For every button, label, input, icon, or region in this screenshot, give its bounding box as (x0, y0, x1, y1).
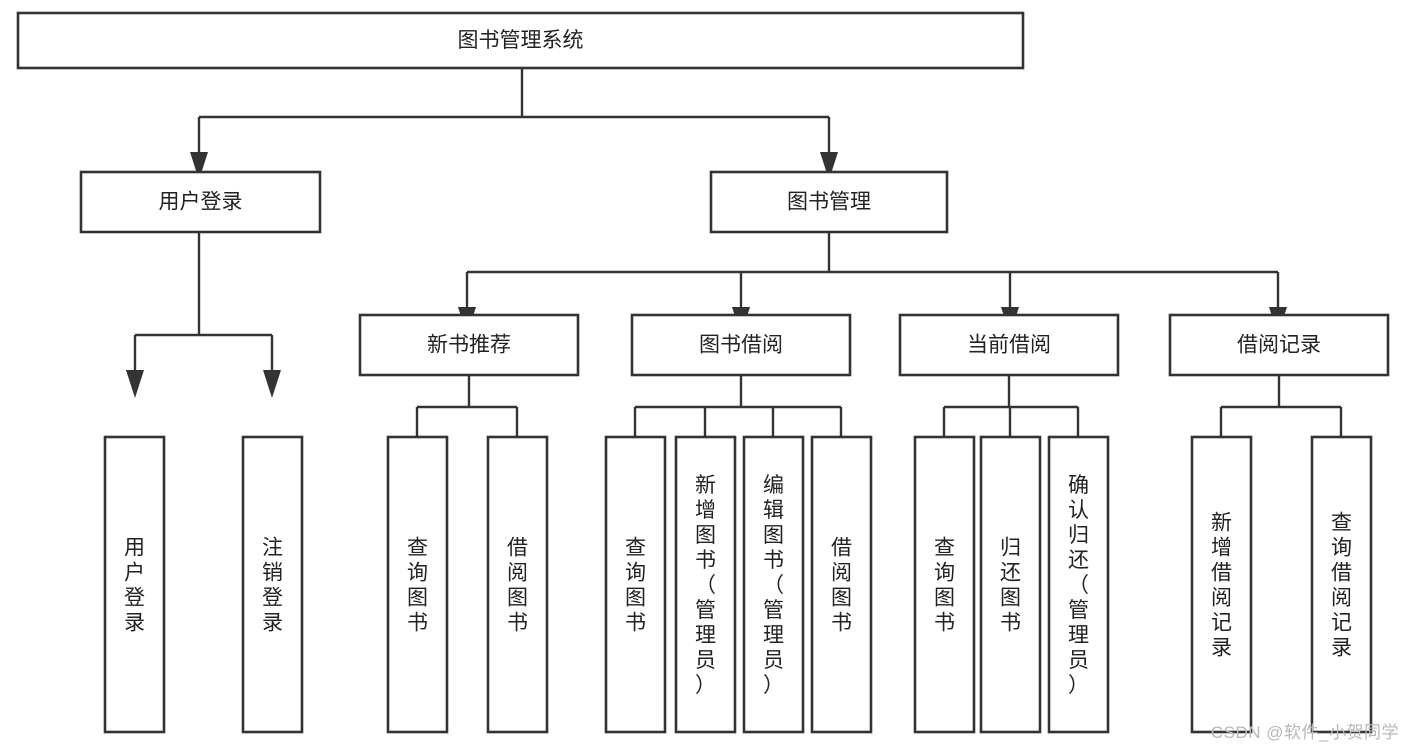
node-box[interactable] (103, 435, 166, 734)
node-label: 查询图书 (625, 537, 646, 635)
arrow-head (126, 370, 144, 398)
node-label: 用户登录 (159, 191, 243, 214)
node-box[interactable] (630, 313, 852, 377)
node-l3-当前借阅[interactable]: 当前借阅 (898, 313, 1120, 377)
node-leaf-查询图书[interactable]: 查询图书 (913, 435, 976, 734)
connector-group-图书管理系统 (190, 68, 838, 180)
node-l3-借阅记录[interactable]: 借阅记录 (1168, 313, 1390, 377)
node-root-图书管理系统[interactable]: 图书管理系统 (16, 11, 1025, 70)
node-leaf-归还图书[interactable]: 归还图书 (979, 435, 1042, 734)
arrow-head (263, 370, 281, 398)
node-leaf-新增图书管理员[interactable]: 新增图书（管理员） (674, 435, 737, 734)
node-leaf-编辑图书管理员[interactable]: 编辑图书（管理员） (742, 435, 805, 734)
node-leaf-查询借阅记录[interactable]: 查询借阅记录 (1310, 435, 1373, 734)
node-label: 图书借阅 (699, 334, 783, 357)
node-label: 查询图书 (407, 537, 428, 635)
node-label: 新增图书（管理员） (695, 474, 716, 697)
node-leaf-注销登录[interactable]: 注销登录 (241, 435, 304, 734)
node-box[interactable] (898, 313, 1120, 377)
node-box[interactable] (1190, 435, 1253, 734)
node-box[interactable] (810, 435, 873, 734)
node-box[interactable] (709, 170, 949, 234)
node-label: 借阅图书 (507, 537, 528, 635)
node-box[interactable] (979, 435, 1042, 734)
node-leaf-借阅图书[interactable]: 借阅图书 (486, 435, 549, 734)
node-box[interactable] (1310, 435, 1373, 734)
node-box[interactable] (79, 170, 322, 234)
node-box[interactable] (604, 435, 667, 734)
connector-group-图书管理 (458, 232, 1287, 335)
node-label: 借阅图书 (831, 537, 852, 635)
node-label: 确认归还（管理员） (1068, 474, 1089, 697)
arrow-head (190, 152, 208, 180)
node-label: 当前借阅 (967, 334, 1051, 357)
node-box[interactable] (1047, 435, 1110, 734)
connector-layer (126, 68, 1350, 470)
arrow-head (820, 152, 838, 180)
node-label: 图书管理系统 (458, 29, 584, 52)
connector-group-用户登录 (126, 232, 281, 398)
node-label: 查询借阅记录 (1331, 512, 1352, 660)
node-l2-用户登录[interactable]: 用户登录 (79, 170, 322, 234)
node-box[interactable] (913, 435, 976, 734)
node-label: 新增借阅记录 (1211, 512, 1232, 660)
node-box[interactable] (241, 435, 304, 734)
node-label: 编辑图书（管理员） (763, 474, 784, 697)
node-leaf-确认归还管理员[interactable]: 确认归还（管理员） (1047, 435, 1110, 734)
node-leaf-查询图书[interactable]: 查询图书 (604, 435, 667, 734)
node-leaf-查询图书[interactable]: 查询图书 (386, 435, 449, 734)
node-label: 新书推荐 (427, 334, 511, 357)
node-box[interactable] (742, 435, 805, 734)
node-box[interactable] (674, 435, 737, 734)
node-box[interactable] (486, 435, 549, 734)
node-label: 注销登录 (262, 537, 283, 635)
node-label: 图书管理 (787, 191, 871, 214)
node-leaf-用户登录[interactable]: 用户登录 (103, 435, 166, 734)
node-label: 查询图书 (934, 537, 955, 635)
node-l3-新书推荐[interactable]: 新书推荐 (358, 313, 580, 377)
node-l2-图书管理[interactable]: 图书管理 (709, 170, 949, 234)
node-box[interactable] (386, 435, 449, 734)
node-leaf-借阅图书[interactable]: 借阅图书 (810, 435, 873, 734)
node-label: 归还图书 (1000, 537, 1021, 635)
node-box[interactable] (358, 313, 580, 377)
node-leaf-新增借阅记录[interactable]: 新增借阅记录 (1190, 435, 1253, 734)
node-layer: 图书管理系统用户登录图书管理新书推荐图书借阅当前借阅借阅记录用户登录注销登录查询… (16, 11, 1390, 734)
node-l3-图书借阅[interactable]: 图书借阅 (630, 313, 852, 377)
node-box[interactable] (1168, 313, 1390, 377)
node-label: 用户登录 (124, 537, 145, 635)
node-label: 借阅记录 (1237, 334, 1321, 357)
node-box[interactable] (16, 11, 1025, 70)
